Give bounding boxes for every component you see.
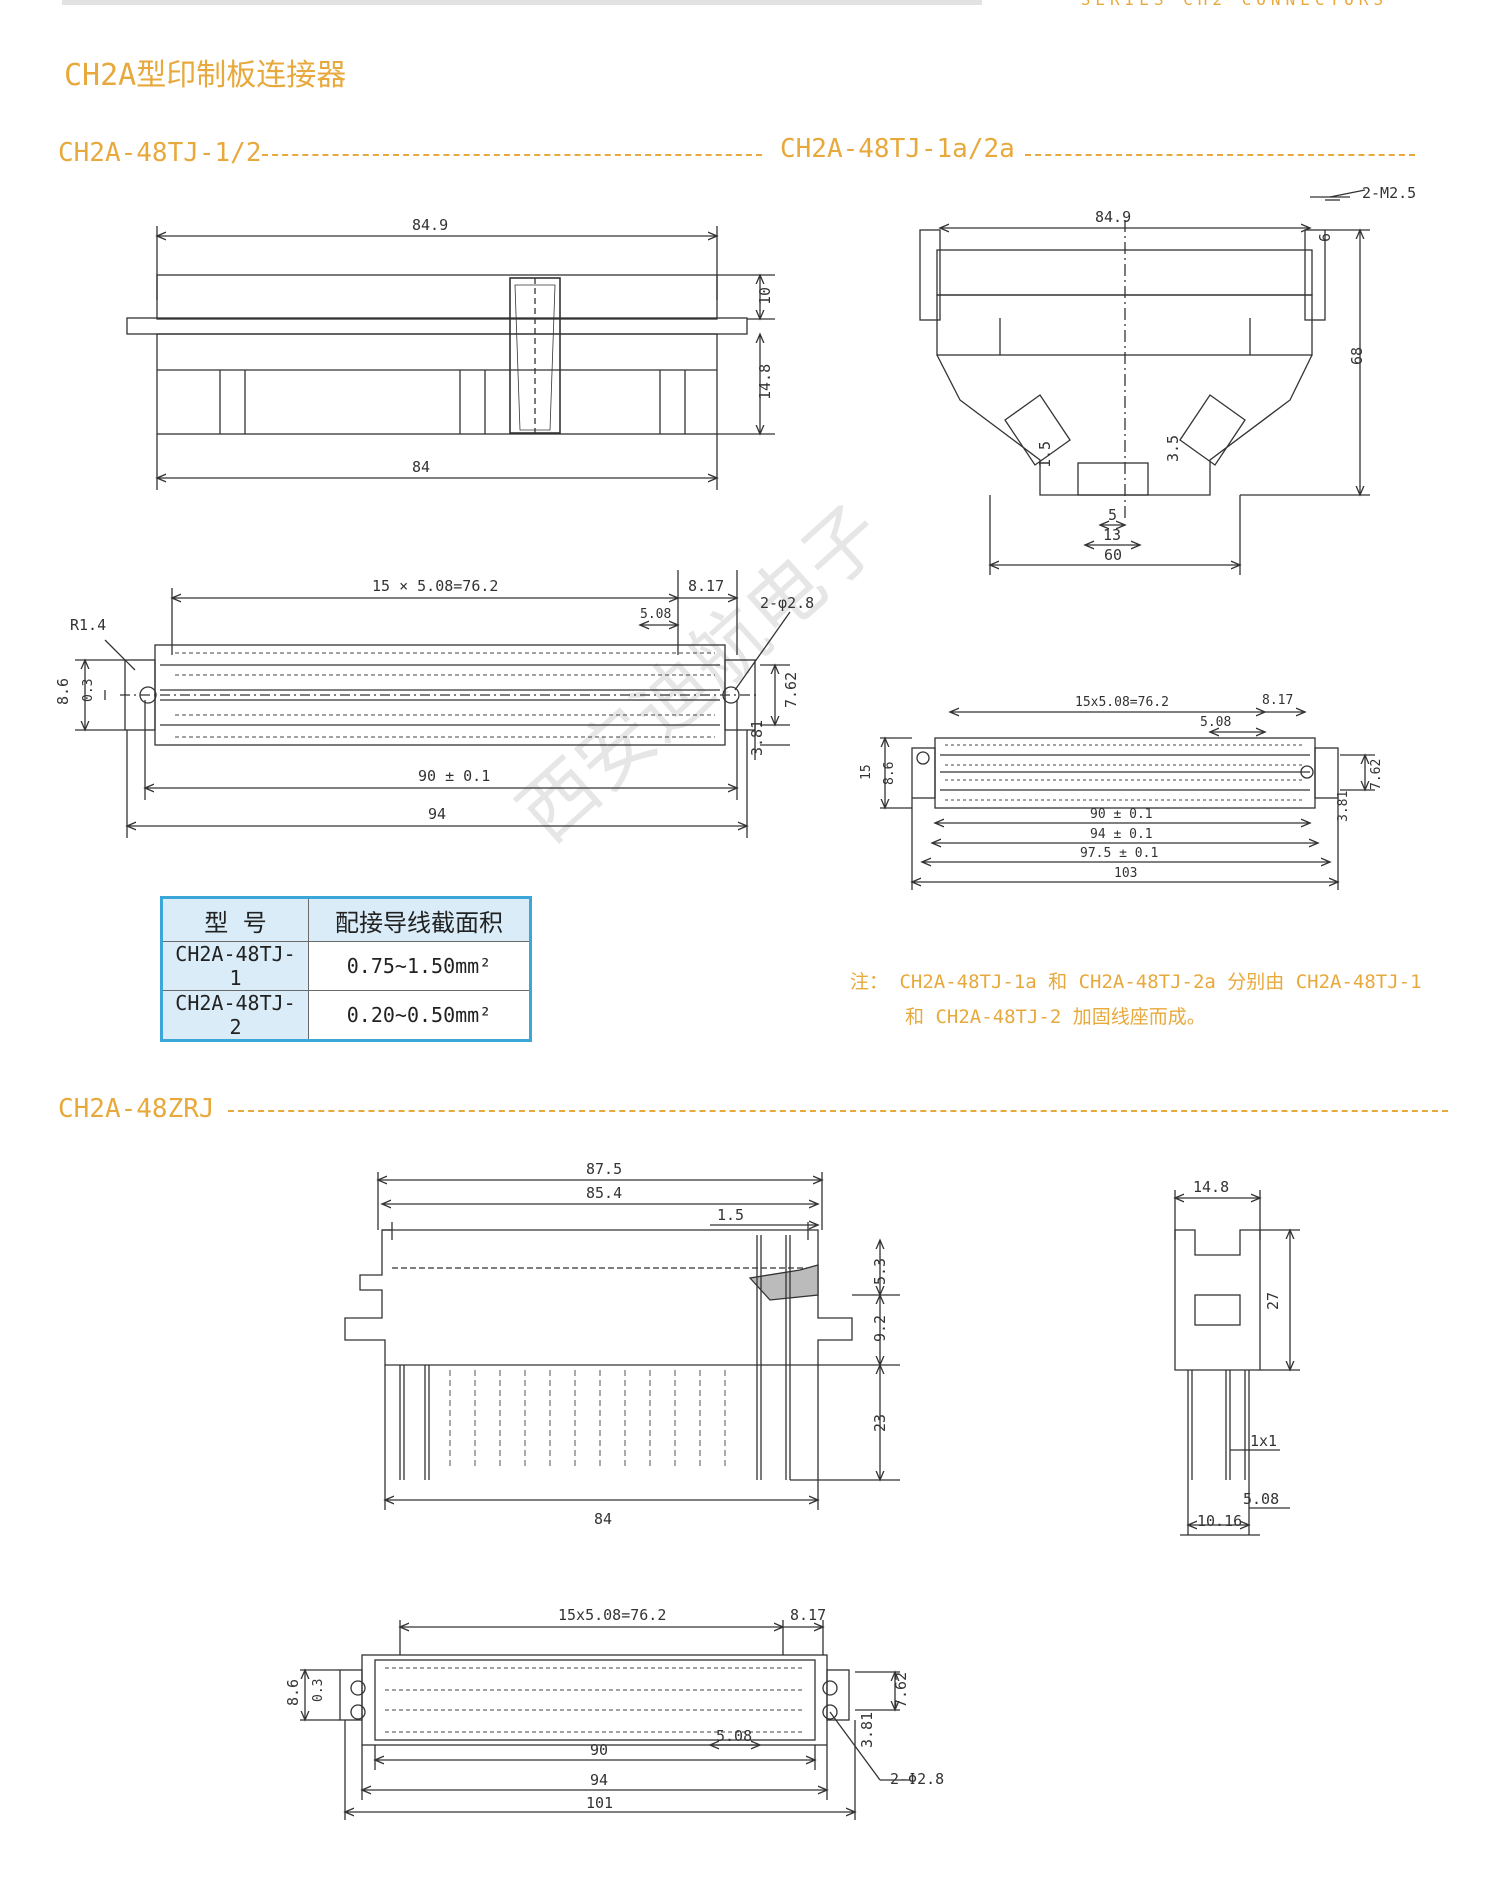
table-header-section: 配接导线截面积 bbox=[308, 897, 531, 942]
section-divider bbox=[262, 154, 762, 156]
note-line-2: 和 CH2A-48TJ-2 加固线座而成。 bbox=[905, 1006, 1206, 1028]
drawing-d-contacts bbox=[945, 744, 1305, 801]
section-title-tj1a2a: CH2A-48TJ-1a/2a bbox=[780, 134, 1015, 164]
table-cell-section: 0.20~0.50mm² bbox=[308, 990, 531, 1041]
dim-87-5: 87.5 bbox=[586, 1160, 622, 1178]
dim-90-g: 90 bbox=[590, 1741, 608, 1759]
dim-8-6-g: 8.6 bbox=[284, 1679, 302, 1706]
dim-pitch: 15 × 5.08=76.2 bbox=[372, 577, 498, 595]
dim-6: 6 bbox=[1316, 233, 1334, 242]
dim-27: 27 bbox=[1264, 1292, 1282, 1310]
drawing-b-contacts bbox=[175, 652, 715, 738]
drawing-b-top-view bbox=[75, 570, 791, 838]
dim-7-62-d: 7.62 bbox=[1369, 759, 1384, 790]
dim-85-4: 85.4 bbox=[586, 1184, 622, 1202]
dim-94-d: 94 ± 0.1 bbox=[1090, 827, 1153, 842]
dim-1x1: 1x1 bbox=[1250, 1432, 1277, 1450]
dim-68: 68 bbox=[1348, 347, 1366, 365]
dim-8-6-d: 8.6 bbox=[882, 762, 897, 785]
page-title: CH2A型印制板连接器 bbox=[64, 58, 347, 93]
dim-bottom-width: 84 bbox=[412, 458, 430, 476]
dim-5-08-d: 5.08 bbox=[1200, 715, 1231, 730]
dim-height-10: 10 bbox=[756, 287, 774, 305]
dim-hole-g: 2-Φ2.8 bbox=[890, 1770, 944, 1788]
dim-height-14-8: 14.8 bbox=[756, 364, 774, 400]
dim-5-3: 5.3 bbox=[871, 1258, 889, 1285]
dim-9-2: 9.2 bbox=[871, 1315, 889, 1342]
table-cell-section: 0.75~1.50mm² bbox=[308, 941, 531, 991]
dim-0-3: 0.3 bbox=[81, 679, 96, 702]
dim-13: 13 bbox=[1103, 526, 1121, 544]
dim-84: 84 bbox=[594, 1510, 612, 1528]
dim-5: 5 bbox=[1108, 506, 1117, 524]
dim-hole: 2-φ2.8 bbox=[760, 594, 814, 612]
section-divider bbox=[1025, 154, 1415, 156]
dim-pitch-g: 15x5.08=76.2 bbox=[558, 1606, 666, 1624]
drawing-g-contacts bbox=[385, 1667, 805, 1733]
dim-8-17: 8.17 bbox=[688, 577, 724, 595]
table-row: CH2A-48TJ-1 0.75~1.50mm² bbox=[161, 941, 531, 991]
section-title-zrj: CH2A-48ZRJ bbox=[58, 1094, 215, 1124]
section-divider bbox=[228, 1110, 1448, 1112]
drawing-c-side-view bbox=[919, 189, 1370, 575]
dim-8-6: 8.6 bbox=[54, 678, 72, 705]
drawing-e-front-view bbox=[344, 1172, 900, 1510]
drawing-a-side-view bbox=[126, 226, 775, 490]
dim-top-width-c: 84.9 bbox=[1095, 208, 1131, 226]
wire-spec-table: 型 号 配接导线截面积 CH2A-48TJ-1 0.75~1.50mm² CH2… bbox=[160, 896, 532, 1042]
dim-m2-5: 2-M2.5 bbox=[1362, 184, 1416, 202]
note-line-1: 注： CH2A-48TJ-1a 和 CH2A-48TJ-2a 分别由 CH2A-… bbox=[850, 971, 1422, 993]
dim-pitch-d: 15x5.08=76.2 bbox=[1075, 695, 1169, 710]
table-row: CH2A-48TJ-2 0.20~0.50mm² bbox=[161, 990, 531, 1041]
table-header-model: 型 号 bbox=[161, 897, 309, 942]
drawing-d-top-view bbox=[880, 712, 1375, 890]
dim-1-5: 1.5 bbox=[1036, 441, 1054, 468]
dim-90-d: 90 ± 0.1 bbox=[1090, 807, 1153, 822]
drawing-e-pin-centerlines bbox=[449, 1370, 726, 1470]
dim-3-5: 3.5 bbox=[1164, 435, 1182, 462]
dim-3-81: 3.81 bbox=[748, 720, 766, 756]
table-cell-model: CH2A-48TJ-2 bbox=[161, 990, 309, 1041]
dim-0-3-g: 0.3 bbox=[311, 1679, 326, 1702]
dim-5-08-g: 5.08 bbox=[716, 1727, 752, 1745]
top-banner-bar bbox=[62, 0, 982, 5]
table-header-row: 型 号 配接导线截面积 bbox=[161, 897, 531, 942]
series-header-text: SERIES CH2 CONNECTORS bbox=[1081, 0, 1388, 9]
dim-5-08-f: 5.08 bbox=[1243, 1490, 1279, 1508]
drawing-e-pins bbox=[399, 1235, 791, 1480]
dim-97-5-d: 97.5 ± 0.1 bbox=[1080, 846, 1158, 861]
dim-14-8-f: 14.8 bbox=[1193, 1178, 1229, 1196]
drawing-g-top-view bbox=[300, 1620, 910, 1820]
dim-23: 23 bbox=[871, 1414, 889, 1432]
drawing-f-side-view bbox=[1175, 1190, 1300, 1536]
dim-top-width: 84.9 bbox=[412, 216, 448, 234]
dim-1-5-e: 1.5 bbox=[717, 1206, 744, 1224]
table-cell-model: CH2A-48TJ-1 bbox=[161, 941, 309, 991]
dim-101-g: 101 bbox=[586, 1794, 613, 1812]
dim-103-d: 103 bbox=[1114, 866, 1137, 881]
dim-15-d: 15 bbox=[859, 764, 874, 780]
dim-3-81-g: 3.81 bbox=[858, 1712, 876, 1748]
dim-94-g: 94 bbox=[590, 1771, 608, 1789]
section-title-tj12: CH2A-48TJ-1/2 bbox=[58, 138, 262, 168]
dim-94: 94 bbox=[428, 805, 446, 823]
dim-90: 90 ± 0.1 bbox=[418, 767, 490, 785]
dim-10-16: 10.16 bbox=[1197, 1512, 1242, 1530]
dim-8-17-g: 8.17 bbox=[790, 1606, 826, 1624]
dim-8-17-d: 8.17 bbox=[1262, 693, 1293, 708]
dim-60: 60 bbox=[1104, 546, 1122, 564]
dim-radius: R1.4 bbox=[70, 616, 106, 634]
dim-5-08: 5.08 bbox=[640, 607, 671, 622]
note-text: 注： CH2A-48TJ-1a 和 CH2A-48TJ-2a 分别由 CH2A-… bbox=[850, 965, 1422, 1035]
dim-7-62-g: 7.62 bbox=[892, 1672, 910, 1708]
dim-3-81-d: 3.81 bbox=[1336, 791, 1351, 822]
dim-7-62: 7.62 bbox=[782, 672, 800, 708]
